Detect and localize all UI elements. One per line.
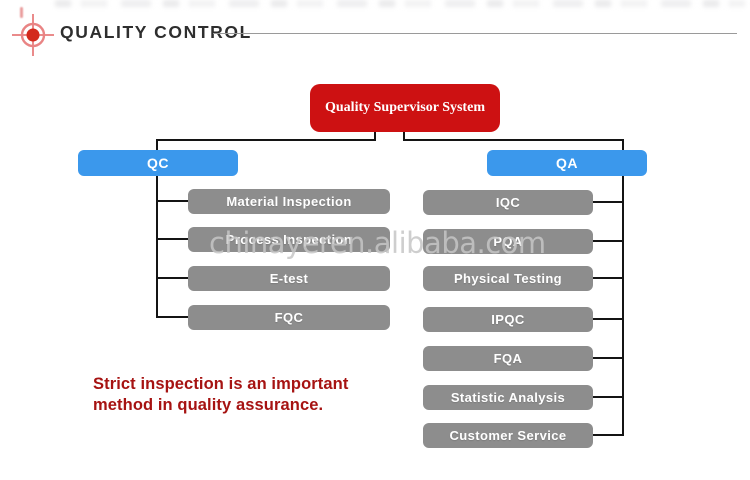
connector: [593, 277, 624, 279]
connector: [403, 132, 405, 140]
connector: [157, 238, 188, 240]
connector: [593, 318, 624, 320]
node-process-inspection: Process Inspection: [188, 227, 390, 252]
qc-spine: [156, 176, 158, 318]
connector: [593, 396, 624, 398]
connector: [374, 132, 376, 140]
connector: [593, 201, 624, 203]
connector: [156, 139, 376, 141]
connector: [156, 140, 158, 150]
node-e-test: E-test: [188, 266, 390, 291]
node-fqa: FQA: [423, 346, 593, 371]
node-fqc: FQC: [188, 305, 390, 330]
node-quality-supervisor-system: Quality Supervisor System: [310, 84, 500, 132]
connector: [403, 139, 624, 141]
node-physical-testing: Physical Testing: [423, 266, 593, 291]
node-material-inspection: Material Inspection: [188, 189, 390, 214]
cropped-icon-artifact: [20, 7, 23, 18]
node-pqa: PQA: [423, 229, 593, 254]
header-divider: [213, 33, 737, 34]
node-qa: QA: [487, 150, 647, 176]
connector: [593, 240, 624, 242]
connector: [157, 277, 188, 279]
watermark-text: chinayeren.alibaba.com: [209, 226, 546, 260]
node-statistic-analysis: Statistic Analysis: [423, 385, 593, 410]
caption-line-2: method in quality assurance.: [93, 395, 324, 414]
crosshair-target-icon: [12, 14, 54, 56]
page-title: QUALITY CONTROL: [60, 22, 252, 42]
node-ipqc: IPQC: [423, 307, 593, 332]
connector: [593, 434, 624, 436]
connector: [157, 316, 188, 318]
node-iqc: IQC: [423, 190, 593, 215]
cropped-text-artifact: [55, 0, 745, 7]
qa-spine: [622, 176, 624, 436]
connector: [622, 140, 624, 150]
connector: [157, 200, 188, 202]
connector: [593, 357, 624, 359]
node-customer-service: Customer Service: [423, 423, 593, 448]
caption-text: Strict inspection is an important method…: [93, 374, 348, 415]
caption-line-1: Strict inspection is an important: [93, 375, 349, 393]
node-qc: QC: [78, 150, 238, 176]
